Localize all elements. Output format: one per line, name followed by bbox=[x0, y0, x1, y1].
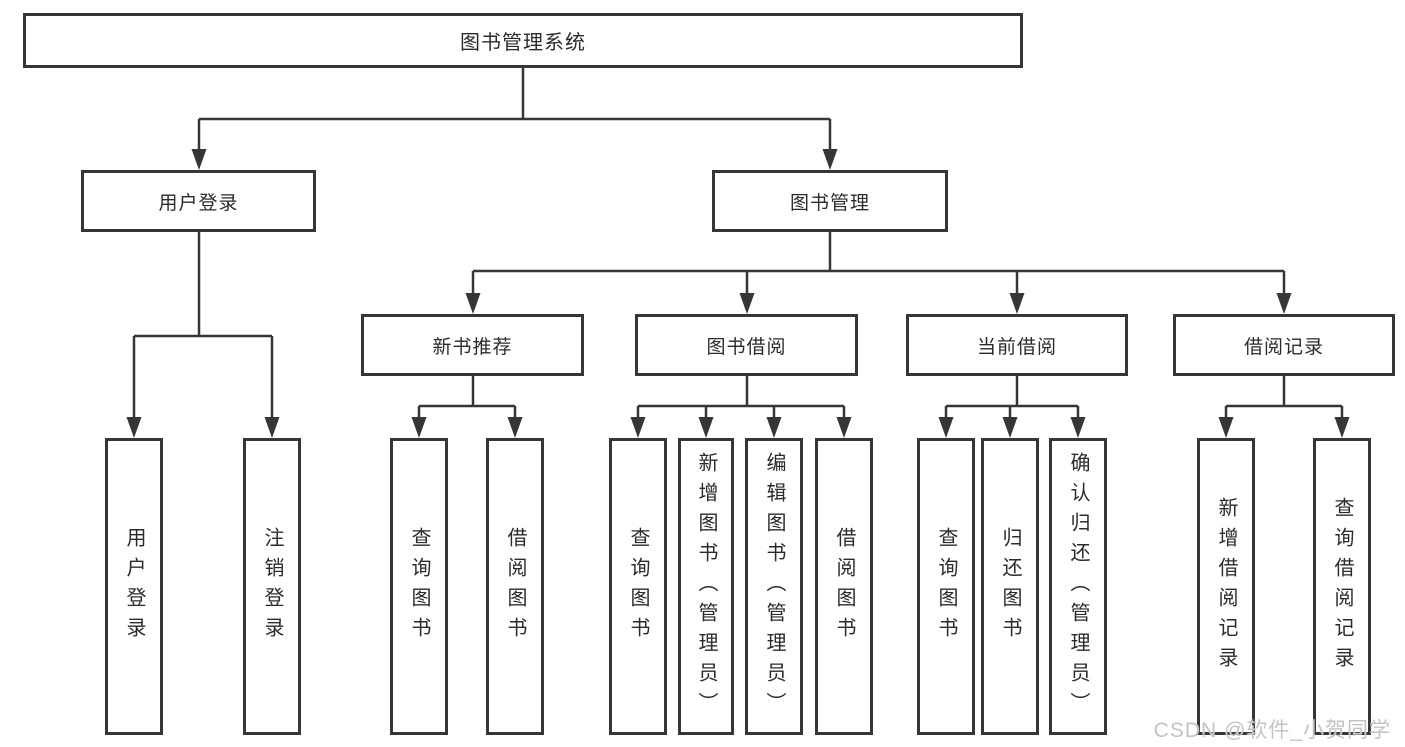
leaf-borrow-edit-books-admin-label: 编辑图书（管理员） bbox=[763, 451, 785, 722]
node-book-management: 图书管理 bbox=[712, 170, 948, 232]
leaf-user-login: 用户登录 bbox=[105, 438, 163, 735]
leaf-borrow-edit-books-admin: 编辑图书（管理员） bbox=[745, 438, 803, 735]
leaf-current-confirm-return-admin-label: 确认归还（管理员） bbox=[1067, 451, 1089, 722]
node-library-system: 图书管理系统 bbox=[23, 13, 1023, 68]
leaf-recommend-query-books: 查询图书 bbox=[390, 438, 448, 735]
node-borrow-records: 借阅记录 bbox=[1173, 314, 1395, 376]
leaf-borrow-query-books: 查询图书 bbox=[609, 438, 667, 735]
leaf-current-return-books-label: 归还图书 bbox=[999, 526, 1021, 647]
leaf-records-add-record-label: 新增借阅记录 bbox=[1215, 496, 1237, 677]
leaf-records-query-record: 查询借阅记录 bbox=[1313, 438, 1371, 735]
leaf-user-login-label: 用户登录 bbox=[123, 526, 145, 647]
leaf-logout-login-label: 注销登录 bbox=[261, 526, 283, 647]
leaf-current-query-books-label: 查询图书 bbox=[935, 526, 957, 647]
leaf-current-query-books: 查询图书 bbox=[917, 438, 975, 735]
leaf-borrow-query-books-label: 查询图书 bbox=[627, 526, 649, 647]
node-new-book-recommend: 新书推荐 bbox=[361, 314, 584, 376]
leaf-current-confirm-return-admin: 确认归还（管理员） bbox=[1049, 438, 1107, 735]
leaf-recommend-borrow-books-label: 借阅图书 bbox=[504, 526, 526, 647]
node-book-borrow: 图书借阅 bbox=[635, 314, 858, 376]
leaf-current-return-books: 归还图书 bbox=[981, 438, 1039, 735]
leaf-records-query-record-label: 查询借阅记录 bbox=[1331, 496, 1353, 677]
csdn-watermark: CSDN @软件_小贺同学 bbox=[1153, 719, 1391, 742]
leaf-logout-login: 注销登录 bbox=[243, 438, 301, 735]
leaf-borrow-add-books-admin: 新增图书（管理员） bbox=[678, 438, 734, 735]
node-current-borrow: 当前借阅 bbox=[906, 314, 1128, 376]
leaf-borrow-borrow-books: 借阅图书 bbox=[815, 438, 873, 735]
leaf-recommend-borrow-books: 借阅图书 bbox=[486, 438, 544, 735]
leaf-borrow-add-books-admin-label: 新增图书（管理员） bbox=[695, 451, 717, 722]
leaf-recommend-query-books-label: 查询图书 bbox=[408, 526, 430, 647]
node-user-login: 用户登录 bbox=[81, 170, 316, 232]
leaf-records-add-record: 新增借阅记录 bbox=[1197, 438, 1255, 735]
leaf-borrow-borrow-books-label: 借阅图书 bbox=[833, 526, 855, 647]
